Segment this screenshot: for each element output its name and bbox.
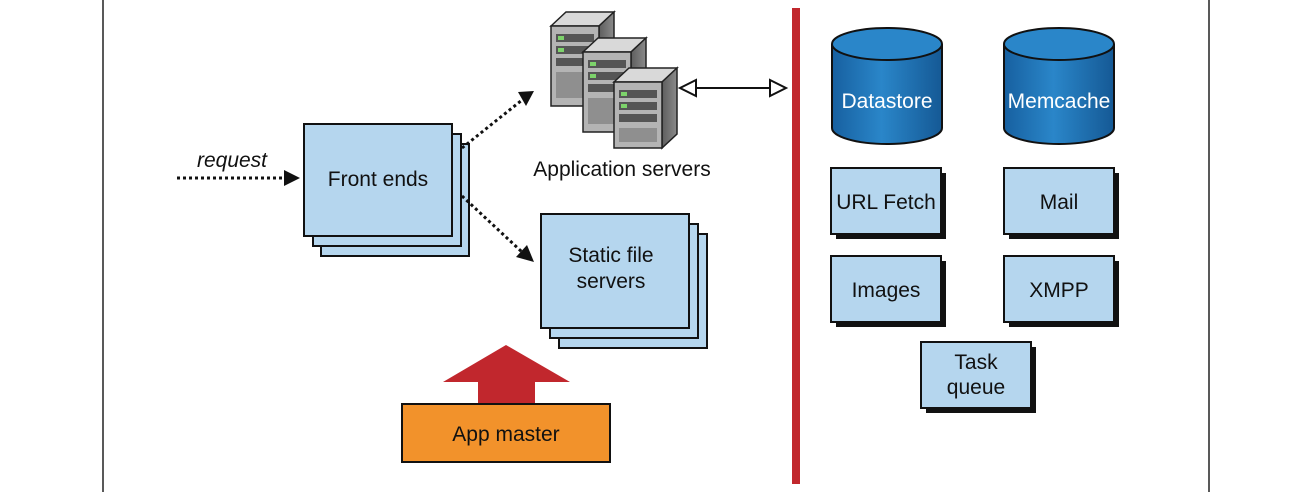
- to-static-servers-arrow: [460, 194, 534, 262]
- xmpp-label: XMPP: [1029, 279, 1089, 302]
- mail-box: [1003, 167, 1119, 239]
- datastore-label: Datastore: [841, 90, 932, 113]
- app-servers-label: Application servers: [533, 158, 710, 181]
- request-label: request: [197, 149, 268, 172]
- front-ends-stack: [303, 123, 470, 257]
- images-label: Images: [852, 279, 921, 302]
- images-box: [830, 255, 946, 327]
- task-queue-box: [920, 341, 1036, 413]
- static-file-servers-stack: [540, 213, 708, 349]
- mail-label: Mail: [1040, 191, 1079, 214]
- deploy-up-arrow: [443, 345, 570, 405]
- app-master-box: [401, 403, 611, 463]
- url-fetch-box: [830, 167, 946, 239]
- server-rack-icon: [549, 10, 679, 150]
- url-fetch-label: URL Fetch: [836, 191, 936, 214]
- xmpp-box: [1003, 255, 1119, 327]
- task-queue-label-line2: queue: [947, 376, 1005, 399]
- static-servers-label-line1: Static file: [568, 244, 653, 267]
- static-servers-label-line2: servers: [577, 270, 646, 293]
- service-divider: [792, 8, 800, 484]
- memcache-label: Memcache: [1008, 90, 1111, 113]
- front-ends-label: Front ends: [328, 168, 428, 191]
- to-app-servers-arrow: [461, 91, 534, 150]
- datastore-cylinder: [831, 27, 943, 145]
- app-master-label: App master: [452, 423, 559, 446]
- memcache-cylinder: [1003, 27, 1115, 145]
- service-link-arrow: [677, 78, 789, 98]
- task-queue-label-line1: Task: [954, 351, 998, 374]
- request-arrow: [177, 170, 300, 186]
